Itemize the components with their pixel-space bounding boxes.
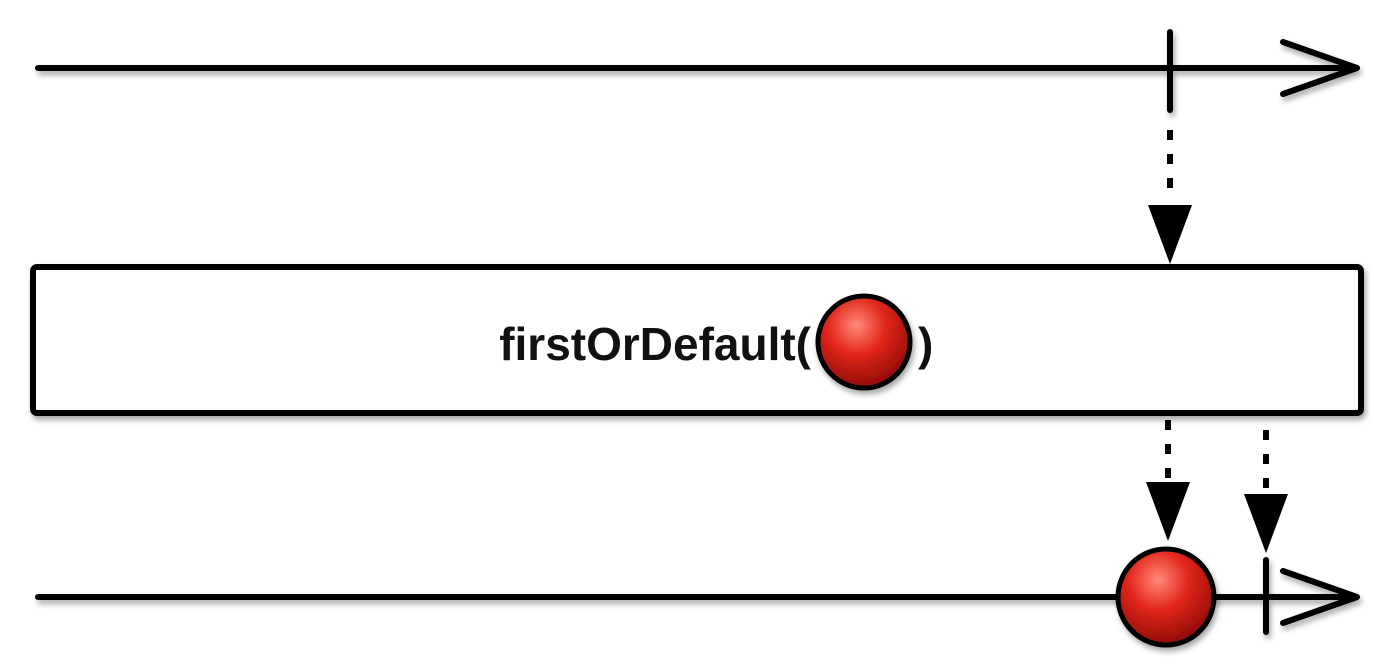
result-timeline-arrowhead	[1280, 568, 1360, 626]
operator-label: firstOrDefault( )	[499, 293, 933, 391]
operator-name-suffix: )	[918, 318, 933, 370]
arrowhead-icon	[1146, 482, 1190, 541]
operator-to-emission-arrow	[1146, 420, 1190, 541]
source-to-operator-arrow	[1148, 130, 1192, 264]
source-timeline-arrowhead	[1280, 39, 1360, 97]
default-value-marble-icon	[815, 293, 913, 391]
arrowhead-icon	[1148, 205, 1192, 264]
operator-name-prefix: firstOrDefault(	[499, 318, 811, 370]
arrowhead-icon	[1244, 494, 1288, 553]
operator-to-completion-arrow	[1244, 430, 1288, 553]
source-timeline	[35, 29, 1360, 113]
emitted-default-marble-icon	[1115, 546, 1217, 648]
operator-box	[30, 264, 1364, 416]
